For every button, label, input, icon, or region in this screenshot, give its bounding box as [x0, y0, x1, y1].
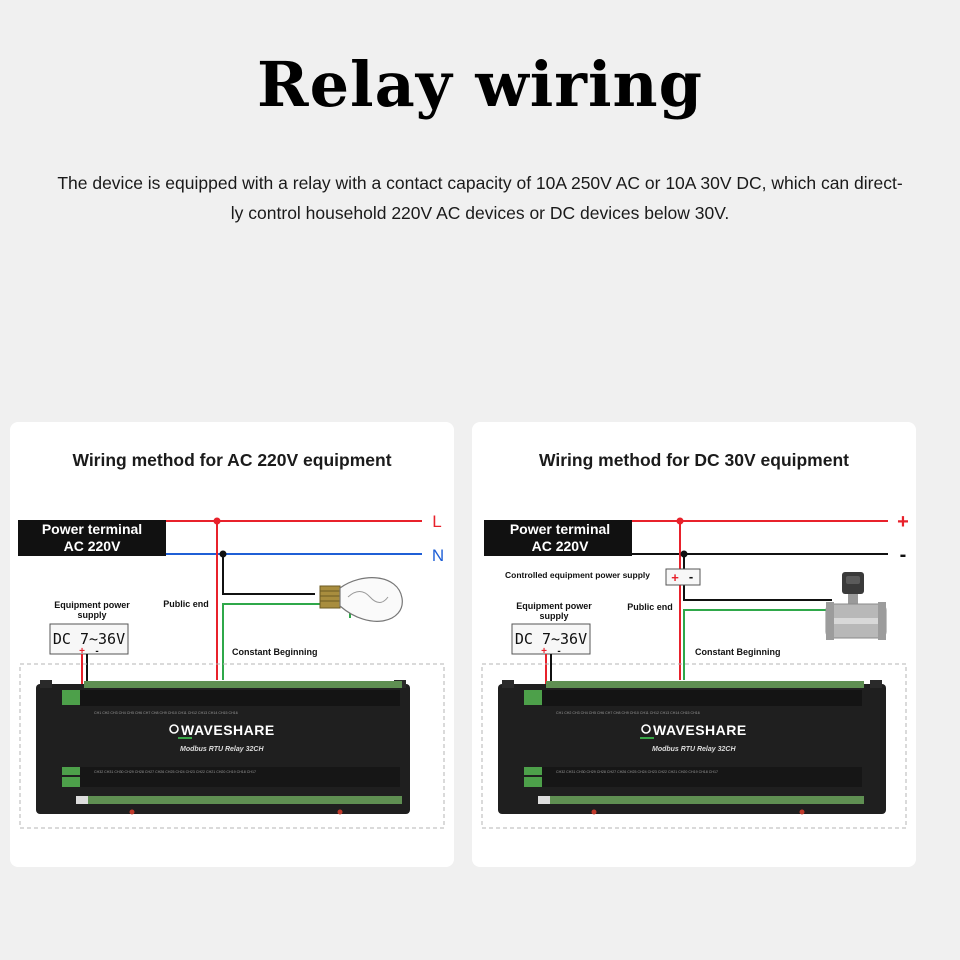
load-wire: [222, 603, 351, 680]
public-end-label: Public end: [163, 599, 209, 609]
neutral-junction-dot: [219, 550, 227, 558]
relay-rs485-terminal-lower: [62, 777, 86, 787]
relay-rs485-terminal: [62, 767, 86, 775]
relay-bottom-pin-labels: CH32 CH31 CH30 CH29 CH28 CH27 CH26 CH25 …: [94, 770, 256, 774]
constant-beginning-label: Constant Beginning: [695, 647, 781, 657]
relay-bottom-pin-labels: CH32 CH31 CH30 CH29 CH28 CH27 CH26 CH25 …: [556, 770, 718, 774]
power-terminal-voltage: AC 220V: [532, 538, 589, 554]
power-terminal-label: Power terminal: [42, 521, 142, 537]
public-end-label: Public end: [627, 602, 673, 612]
dc-diagram-title: Wiring method for DC 30V equipment: [539, 450, 849, 470]
power-terminal-label: Power terminal: [510, 521, 610, 537]
relay-rs485-terminal: [524, 767, 548, 775]
dc-supply-box: [49, 623, 129, 655]
dc-minus-sign: -: [95, 646, 98, 657]
relay-bottom-terminals: [546, 796, 864, 804]
controlled-supply-label: Controlled equipment power supply: [505, 570, 650, 580]
relay-dashed-outline: [19, 663, 445, 829]
relay-model: Modbus RTU Relay 32CH: [652, 746, 736, 753]
page-description: The device is equipped with a relay with…: [40, 168, 920, 228]
light-bulb-icon: [319, 577, 403, 622]
dc-plus-sign: +: [541, 646, 547, 657]
relay-top-pin-labels: CH1 CH2 CH3 CH4 CH5 CH6 CH7 CH8 CH9 CH10…: [94, 711, 238, 715]
ac-wiring-svg: Power terminal AC 220V L N Equipment pow…: [18, 512, 445, 829]
relay-rs485-terminal-lower: [524, 777, 548, 787]
dc-supply-box: [511, 623, 591, 655]
power-terminal-block: [18, 520, 166, 556]
positive-label: +: [897, 511, 909, 533]
relay-top-pin-labels: CH1 CH2 CH3 CH4 CH5 CH6 CH7 CH8 CH9 CH10…: [556, 711, 700, 715]
positive-junction-dot: [676, 517, 684, 525]
negative-to-load-wire: [683, 554, 832, 601]
power-terminal-voltage: AC 220V: [64, 538, 121, 554]
negative-junction-dot: [680, 550, 688, 558]
relay-brand: WAVESHARE: [653, 722, 747, 738]
relay-model: Modbus RTU Relay 32CH: [180, 746, 264, 753]
supply-label-line2: supply: [77, 610, 106, 620]
live-label: L: [432, 512, 441, 531]
waveshare-logo-icon: [641, 724, 651, 734]
solenoid-valve-icon: [825, 572, 887, 640]
negative-label: -: [900, 544, 907, 566]
neutral-to-load-wire: [222, 554, 315, 595]
controlled-plus-sign: +: [671, 570, 679, 585]
supply-label-line1: Equipment power: [516, 601, 592, 611]
supply-label-line2: supply: [539, 611, 568, 621]
ac-wiring-diagram: Wiring method for AC 220V equipment Powe…: [10, 422, 454, 867]
dc-supply-display: DC 7~36V: [515, 630, 587, 648]
neutral-label: N: [432, 546, 444, 565]
supply-label-line1: Equipment power: [54, 600, 130, 610]
relay-module: WAVESHARE Modbus RTU Relay 32CH CH1 CH2 …: [498, 680, 886, 815]
load-wire: [683, 609, 832, 680]
dc-wiring-diagram: Wiring method for DC 30V equipment Power…: [472, 422, 916, 867]
controlled-supply-box: [665, 568, 701, 586]
relay-brand: WAVESHARE: [181, 722, 275, 738]
controlled-minus-sign: -: [689, 569, 693, 584]
relay-top-terminals: [84, 681, 402, 688]
relay-top-terminals: [546, 681, 864, 688]
dc-wiring-svg: Power terminal AC 220V + - Controlled eq…: [481, 511, 909, 829]
constant-beginning-label: Constant Beginning: [232, 647, 318, 657]
page-title: Relay wiring: [257, 48, 703, 121]
relay-module: WAVESHARE Modbus RTU Relay 32CH CH1 CH2 …: [36, 680, 410, 815]
live-junction-dot: [213, 517, 221, 525]
waveshare-logo-icon: [169, 724, 179, 734]
dc-plus-sign: +: [79, 646, 85, 657]
description-line-1: The device is equipped with a relay with…: [57, 173, 903, 193]
ac-diagram-title: Wiring method for AC 220V equipment: [72, 450, 392, 470]
relay-bottom-terminals: [84, 796, 402, 804]
description-line-2: ly control household 220V AC devices or …: [230, 203, 730, 223]
relay-dashed-outline: [481, 663, 907, 829]
dc-minus-sign: -: [557, 646, 560, 657]
dc-supply-display: DC 7~36V: [53, 630, 125, 648]
power-terminal-block: [484, 520, 632, 556]
